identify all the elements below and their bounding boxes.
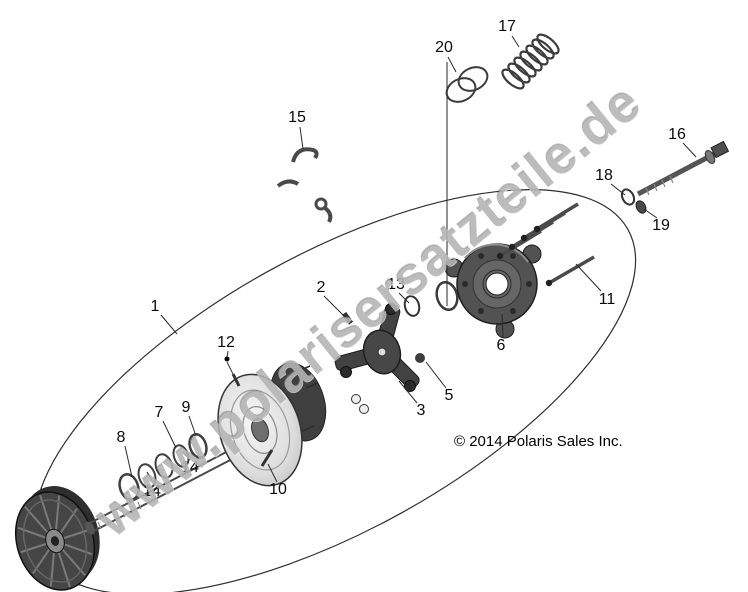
callout-2: 2 (316, 279, 326, 296)
movable-sheave (217, 356, 327, 487)
callout-5: 5 (444, 387, 454, 404)
callout-14a: 14 (181, 459, 199, 476)
callout-6: 6 (496, 337, 506, 354)
callout-18: 18 (595, 167, 613, 184)
shaft-rings (118, 433, 208, 501)
callout-15: 15 (288, 109, 306, 126)
spacer-clips-15 (276, 147, 333, 223)
callout-11: 11 (598, 291, 616, 308)
callout-13: 13 (387, 276, 405, 293)
leader-lines (124, 35, 697, 485)
clutch-bolt-16 (620, 140, 730, 214)
copyright-text: © 2014 Polaris Sales Inc. (454, 433, 623, 450)
fixed-sheave-fan (14, 486, 100, 591)
bearing-ring (435, 280, 459, 312)
callout-3: 3 (416, 402, 426, 419)
callout-12: 12 (217, 334, 235, 351)
ball-5 (415, 353, 425, 363)
spider-assembly (334, 280, 459, 414)
cover-plate (444, 243, 542, 339)
callout-14b: 14 (143, 483, 161, 500)
callout-9: 9 (181, 399, 191, 416)
callout-17: 17 (498, 18, 516, 35)
ring-13 (403, 295, 421, 317)
callout-19: 19 (652, 217, 670, 234)
assembly-outline-ellipse (33, 189, 637, 592)
clutch-spring-17 (501, 33, 560, 90)
pin-2 (342, 311, 354, 325)
cover-bolts (496, 202, 595, 287)
retaining-rings-20 (445, 66, 489, 103)
callout-7: 7 (154, 404, 164, 421)
callout-20: 20 (435, 39, 453, 56)
washer-19 (635, 200, 647, 214)
callout-16: 16 (668, 126, 686, 143)
roll-pin-10 (260, 449, 274, 467)
callout-10: 10 (269, 481, 287, 498)
callout-8: 8 (116, 429, 126, 446)
screw-12 (231, 373, 241, 387)
screw-12-dot (224, 356, 230, 362)
clutch-shaft (85, 448, 237, 535)
washer-18 (620, 188, 636, 206)
callout-1: 1 (150, 298, 160, 315)
